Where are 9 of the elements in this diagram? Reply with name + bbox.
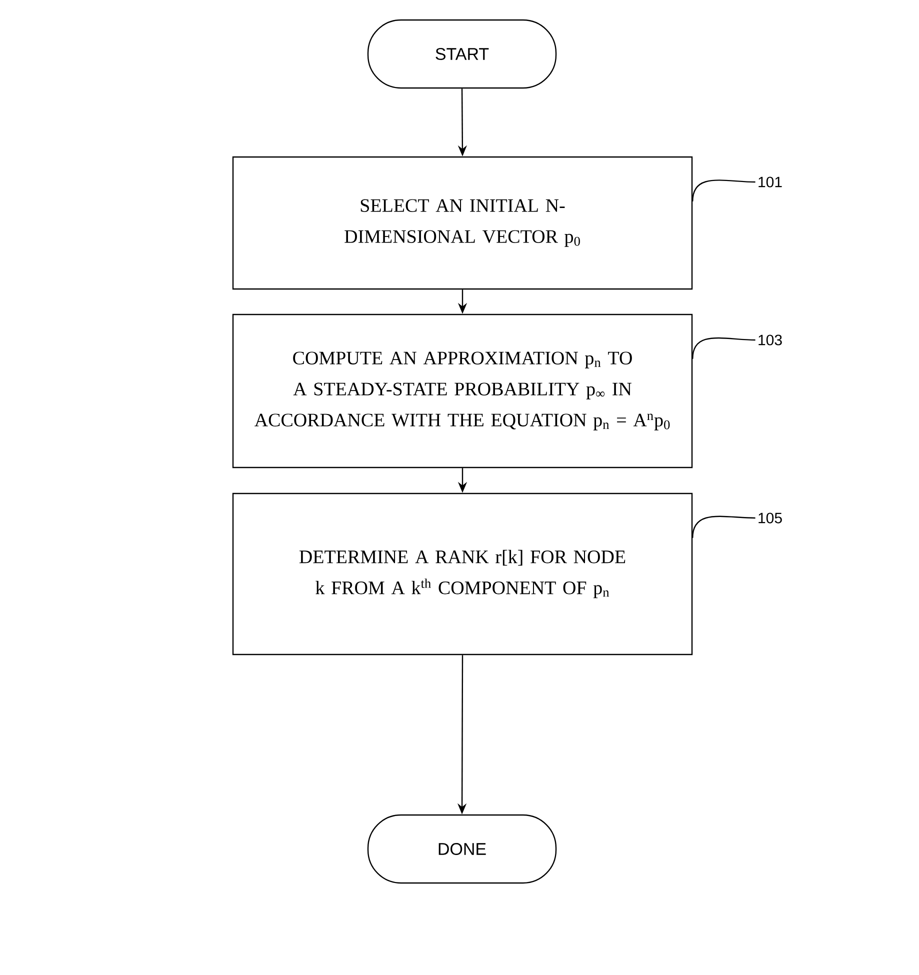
reference-numeral: 103 <box>758 334 782 346</box>
leader-line <box>692 337 756 359</box>
process-box: DETERMINE A RANK r[k] FOR NODE k FROM A k$^{th}$ COMPONENT OF p$_{n}$ <box>232 492 693 656</box>
reference-numeral: 101 <box>758 176 782 188</box>
reference-numeral: 105 <box>758 512 782 524</box>
process-box: COMPUTE AN APPROXIMATION p$_{n}$ TO A STEADY-STATE PROBABILITY p$_{∞}$ IN ACCORDANCE WITH THE EQUATION p$_{n}$ = A$^{n}$p$_{0}$ <box>232 314 693 468</box>
process-box: SELECT AN INITIAL N-DIMENSIONAL VECTOR p$_{0}$ <box>232 156 693 290</box>
leader-line <box>692 516 756 538</box>
leader-line <box>692 180 756 202</box>
